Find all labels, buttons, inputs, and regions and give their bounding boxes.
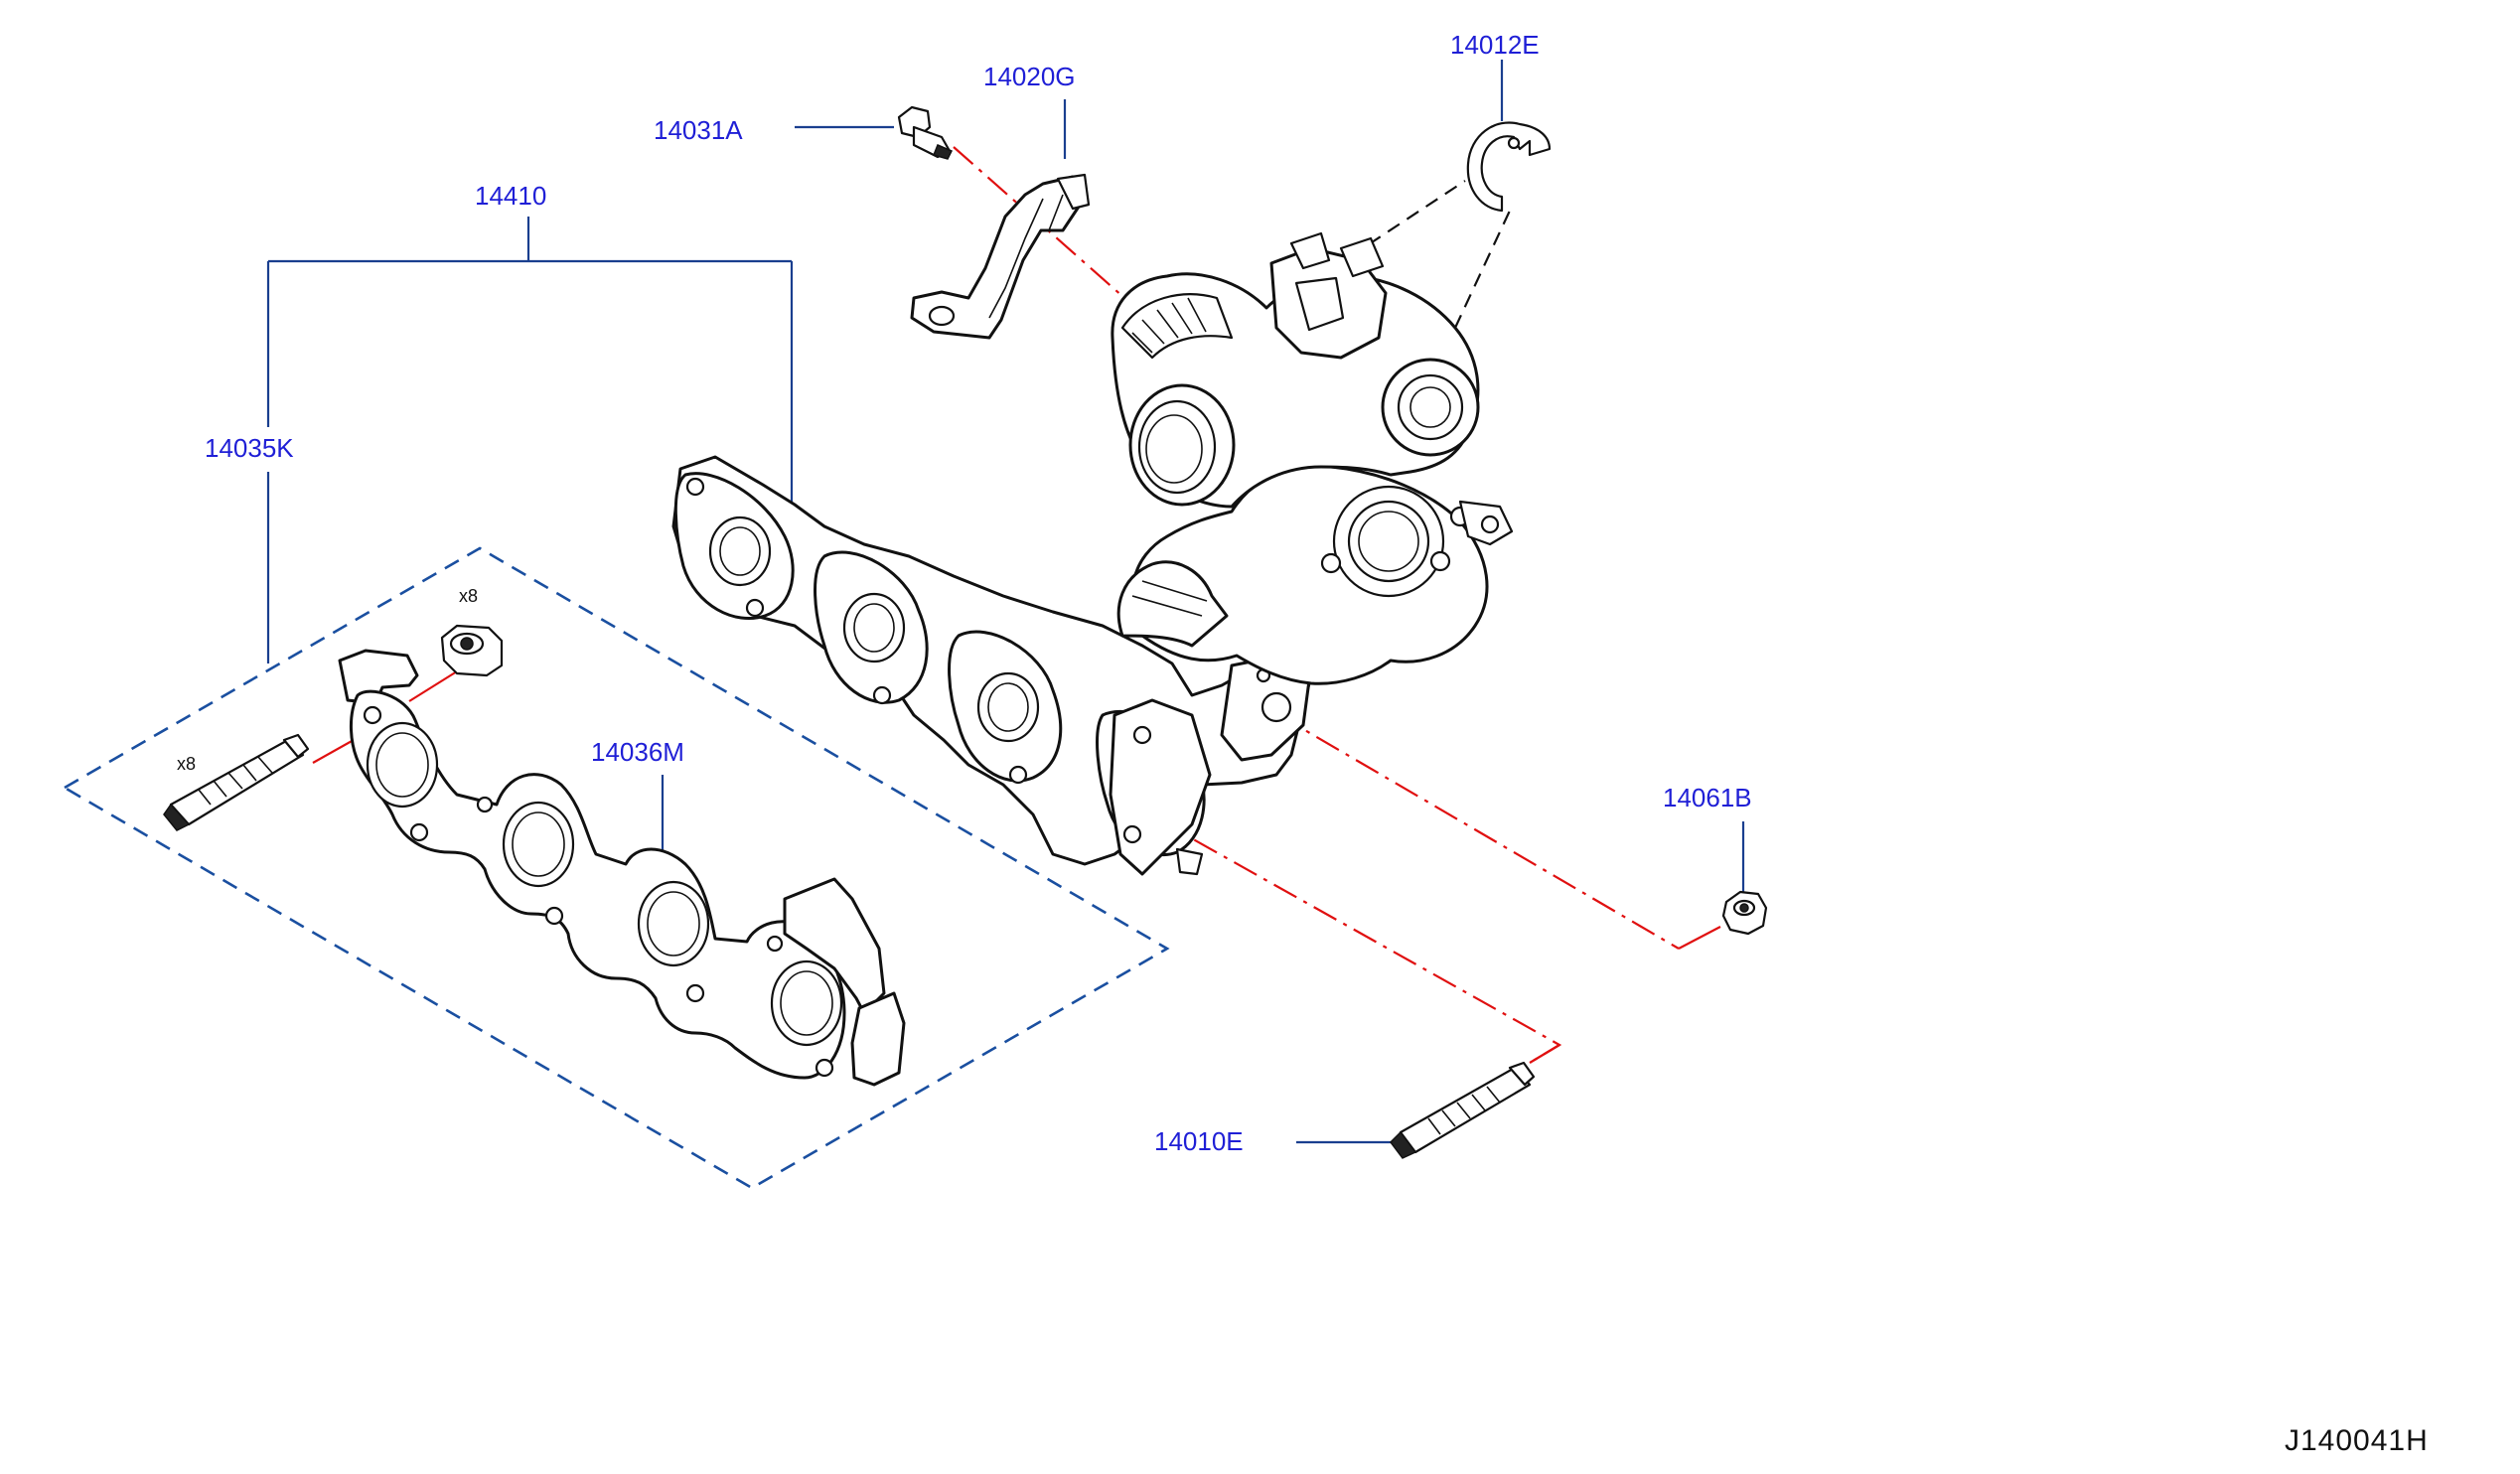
ring-reference-lines: [1368, 180, 1511, 329]
callout-14031A: 14031A: [654, 115, 743, 145]
callout-14036M: 14036M: [591, 737, 684, 767]
nut-quantity-label: x8: [459, 586, 478, 606]
stud-14010E[interactable]: [1390, 1061, 1536, 1159]
callout-14020G: 14020G: [983, 62, 1076, 91]
gasket-kit-boundary: [62, 546, 1170, 1190]
snap-ring-14012E[interactable]: [1466, 121, 1552, 213]
bracket-14020G[interactable]: [910, 173, 1091, 340]
stud-quantity-label: x8: [177, 754, 196, 774]
callout-14061B: 14061B: [1663, 783, 1752, 812]
callout-14010E: 14010E: [1154, 1126, 1244, 1156]
stud-x8[interactable]: [163, 733, 310, 831]
exhaust-manifold-turbo-14410[interactable]: [671, 231, 1514, 876]
callout-14035K: 14035K: [205, 433, 294, 463]
gasket-14036M[interactable]: [338, 649, 906, 1087]
callout-14410: 14410: [475, 181, 546, 211]
bolt-14031A[interactable]: [897, 105, 954, 160]
nut-x8[interactable]: [440, 624, 504, 677]
manifold-ports: [673, 472, 1063, 785]
callout-14012E: 14012E: [1450, 30, 1540, 60]
drawing-code: J140041H: [2285, 1424, 2429, 1457]
nut-14061B[interactable]: [1721, 890, 1768, 936]
